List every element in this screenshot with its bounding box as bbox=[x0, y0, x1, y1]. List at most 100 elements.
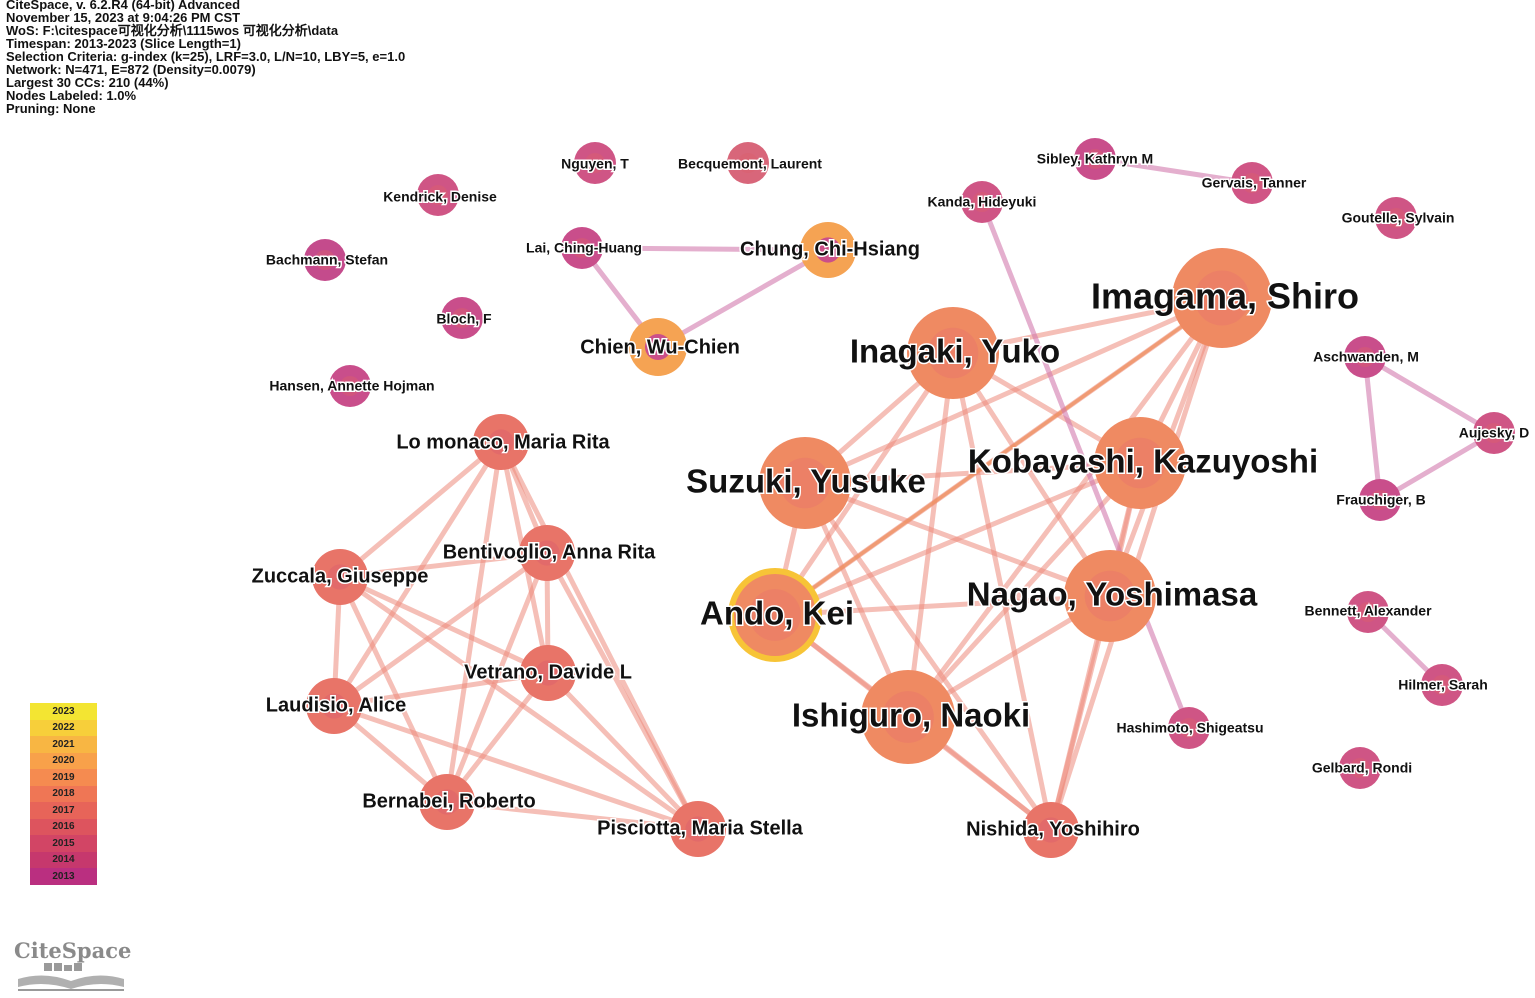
node-chung-chi-hsiang[interactable] bbox=[800, 222, 856, 278]
node-label-nguyen-t: Nguyen, T bbox=[561, 156, 629, 172]
node-chien-wu-chien[interactable] bbox=[629, 318, 687, 376]
co-author-edge bbox=[772, 350, 956, 618]
node-core bbox=[452, 308, 472, 328]
node-zuccala-giuseppe[interactable] bbox=[312, 549, 368, 605]
legend-year-2019: 2019 bbox=[30, 769, 97, 786]
nodes bbox=[304, 138, 1515, 858]
header-line: Selection Criteria: g-index (k=25), LRF=… bbox=[6, 49, 406, 64]
node-gelbard-rondi[interactable] bbox=[1339, 747, 1381, 789]
node-core bbox=[428, 185, 448, 205]
node-core bbox=[585, 153, 605, 173]
node-kanda-hideyuki[interactable] bbox=[961, 181, 1003, 223]
node-kendrick-denise[interactable] bbox=[417, 174, 459, 216]
node-lo-monaco-maria-rita[interactable] bbox=[473, 414, 529, 470]
node-ando-kei[interactable] bbox=[728, 568, 822, 662]
node-label-aujesky-d: Aujesky, D bbox=[1459, 425, 1530, 441]
node-label-bennett-alexander: Bennett, Alexander bbox=[1304, 603, 1432, 619]
logo-text: CiteSpace bbox=[14, 938, 132, 963]
node-circle bbox=[1473, 412, 1515, 454]
node-circle bbox=[1339, 747, 1381, 789]
node-core bbox=[1350, 758, 1370, 778]
node-core bbox=[927, 327, 979, 379]
node-suzuki-yusuke[interactable] bbox=[759, 437, 851, 529]
node-label-hansen-annette-hojman: Hansen, Annette Hojman bbox=[269, 378, 434, 394]
node-core bbox=[749, 589, 801, 641]
node-sibley-kathryn-m[interactable] bbox=[1074, 138, 1116, 180]
co-author-edge bbox=[444, 799, 701, 832]
node-core bbox=[1386, 208, 1406, 228]
legend-year-2022: 2022 bbox=[30, 719, 97, 736]
co-author-edge bbox=[802, 480, 1113, 599]
node-nishida-yoshihiro[interactable] bbox=[1023, 802, 1079, 858]
node-label-kanda-hideyuki: Kanda, Hideyuki bbox=[928, 194, 1037, 210]
node-label-gervais-tanner: Gervais, Tanner bbox=[1202, 175, 1307, 191]
node-label-inagaki-yuko: Inagaki, Yuko bbox=[850, 333, 1060, 370]
node-bachmann-stefan[interactable] bbox=[304, 239, 346, 281]
node-goutelle-sylvain[interactable] bbox=[1375, 197, 1417, 239]
node-label-bloch-f: Bloch, F bbox=[436, 311, 492, 327]
node-label-kobayashi-kazuyoshi: Kobayashi, Kazuyoshi bbox=[968, 443, 1318, 480]
node-lai-ching-huang[interactable] bbox=[561, 227, 603, 269]
node-label-hashimoto-shigeatsu: Hashimoto, Shigeatsu bbox=[1116, 720, 1263, 736]
node-hansen-annette-hojman[interactable] bbox=[329, 365, 371, 407]
node-bennett-alexander[interactable] bbox=[1347, 591, 1389, 633]
node-circle bbox=[1347, 591, 1389, 633]
node-vetrano-davide-l[interactable] bbox=[520, 645, 576, 701]
node-core bbox=[1355, 347, 1375, 367]
node-circle bbox=[312, 549, 368, 605]
node-gervais-tanner[interactable] bbox=[1231, 162, 1273, 204]
node-bloch-f[interactable] bbox=[441, 297, 483, 339]
co-author-edge bbox=[331, 703, 701, 832]
node-core bbox=[1084, 570, 1136, 622]
header-line: Network: N=471, E=872 (Density=0.0079) bbox=[6, 62, 256, 77]
node-bentivoglio-anna-rita[interactable] bbox=[519, 525, 575, 581]
node-circle bbox=[519, 525, 575, 581]
node-circle bbox=[306, 678, 362, 734]
node-aschwanden-m[interactable] bbox=[1344, 336, 1386, 378]
node-label-ando-kei: Ando, Kei bbox=[700, 595, 854, 632]
node-circle bbox=[1023, 802, 1079, 858]
node-inagaki-yuko[interactable] bbox=[907, 307, 999, 399]
co-author-edge bbox=[331, 670, 551, 709]
node-label-suzuki-yusuke: Suzuki, Yusuke bbox=[686, 463, 926, 500]
node-circle bbox=[670, 801, 726, 857]
node-hashimoto-shigeatsu[interactable] bbox=[1168, 707, 1210, 749]
node-becquemont-laurent[interactable] bbox=[727, 142, 769, 184]
co-author-edge bbox=[545, 670, 701, 832]
node-laudisio-alice[interactable] bbox=[306, 678, 362, 734]
node-ishiguro-naoki[interactable] bbox=[861, 670, 955, 764]
node-core bbox=[1242, 173, 1262, 193]
co-author-edge bbox=[337, 550, 550, 580]
co-author-edge bbox=[337, 439, 504, 580]
node-frauchiger-b[interactable] bbox=[1359, 479, 1401, 521]
node-bernabei-roberto[interactable] bbox=[419, 774, 475, 830]
node-imagama-shiro[interactable] bbox=[1172, 248, 1272, 348]
node-label-chung-chi-hsiang: Chung, Chi-Hsiang bbox=[740, 238, 920, 260]
node-circle bbox=[304, 239, 346, 281]
node-circle bbox=[1344, 336, 1386, 378]
node-circle bbox=[1064, 550, 1156, 642]
header-line: November 15, 2023 at 9:04:26 PM CST bbox=[6, 10, 241, 25]
node-kobayashi-kazuyoshi[interactable] bbox=[1094, 417, 1186, 509]
co-author-edge bbox=[1092, 156, 1255, 186]
legend-year-2020: 2020 bbox=[30, 752, 97, 769]
co-author-edge bbox=[772, 593, 1113, 618]
co-author-edge bbox=[444, 439, 504, 805]
node-circle bbox=[727, 142, 769, 184]
co-author-edge bbox=[950, 350, 1054, 833]
co-author-edge bbox=[950, 350, 1113, 599]
node-pisciotta-maria-stella[interactable] bbox=[670, 801, 726, 857]
node-hilmer-sarah[interactable] bbox=[1421, 664, 1463, 706]
node-aujesky-d[interactable] bbox=[1473, 412, 1515, 454]
header-line: Pruning: None bbox=[6, 101, 96, 116]
node-nagao-yoshimasa[interactable] bbox=[1064, 550, 1156, 642]
co-author-edge bbox=[655, 247, 831, 350]
node-circle bbox=[441, 297, 483, 339]
node-core bbox=[434, 789, 460, 815]
node-core bbox=[815, 237, 841, 263]
node-nguyen-t[interactable] bbox=[574, 142, 616, 184]
node-core bbox=[685, 816, 711, 842]
node-label-vetrano-davide-l: Vetrano, Davide L bbox=[464, 661, 632, 683]
co-author-edge bbox=[1377, 430, 1497, 503]
